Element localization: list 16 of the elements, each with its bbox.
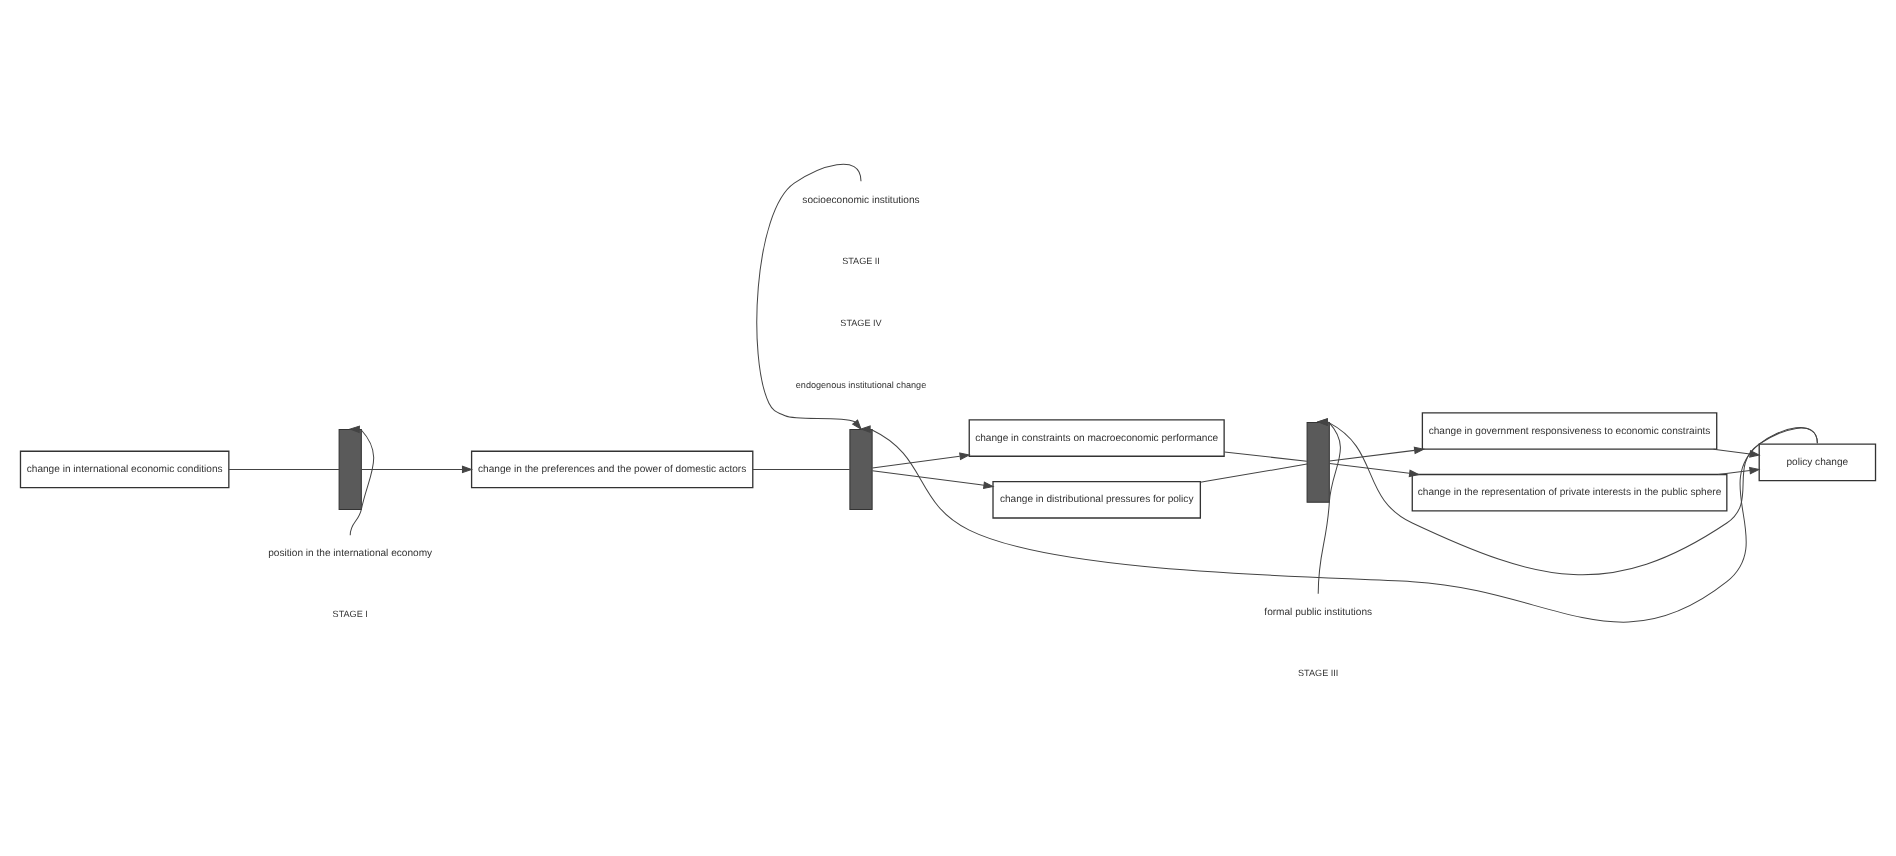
- connector: [228, 468, 340, 470]
- connector: [1223, 451, 1308, 462]
- arrow: [348, 425, 375, 536]
- node-bar: [1306, 421, 1330, 503]
- arrow: [1329, 446, 1426, 462]
- arrow: [1713, 448, 1761, 458]
- node-bar: [338, 428, 362, 510]
- arrow: [871, 470, 995, 490]
- connector: [752, 468, 851, 470]
- connector: [1199, 463, 1308, 483]
- node-bar: [849, 428, 873, 510]
- arrow: [871, 452, 971, 469]
- arrow: [360, 465, 474, 474]
- arrow: [1717, 466, 1761, 475]
- arrow: [756, 163, 862, 431]
- arrow: [1329, 463, 1421, 478]
